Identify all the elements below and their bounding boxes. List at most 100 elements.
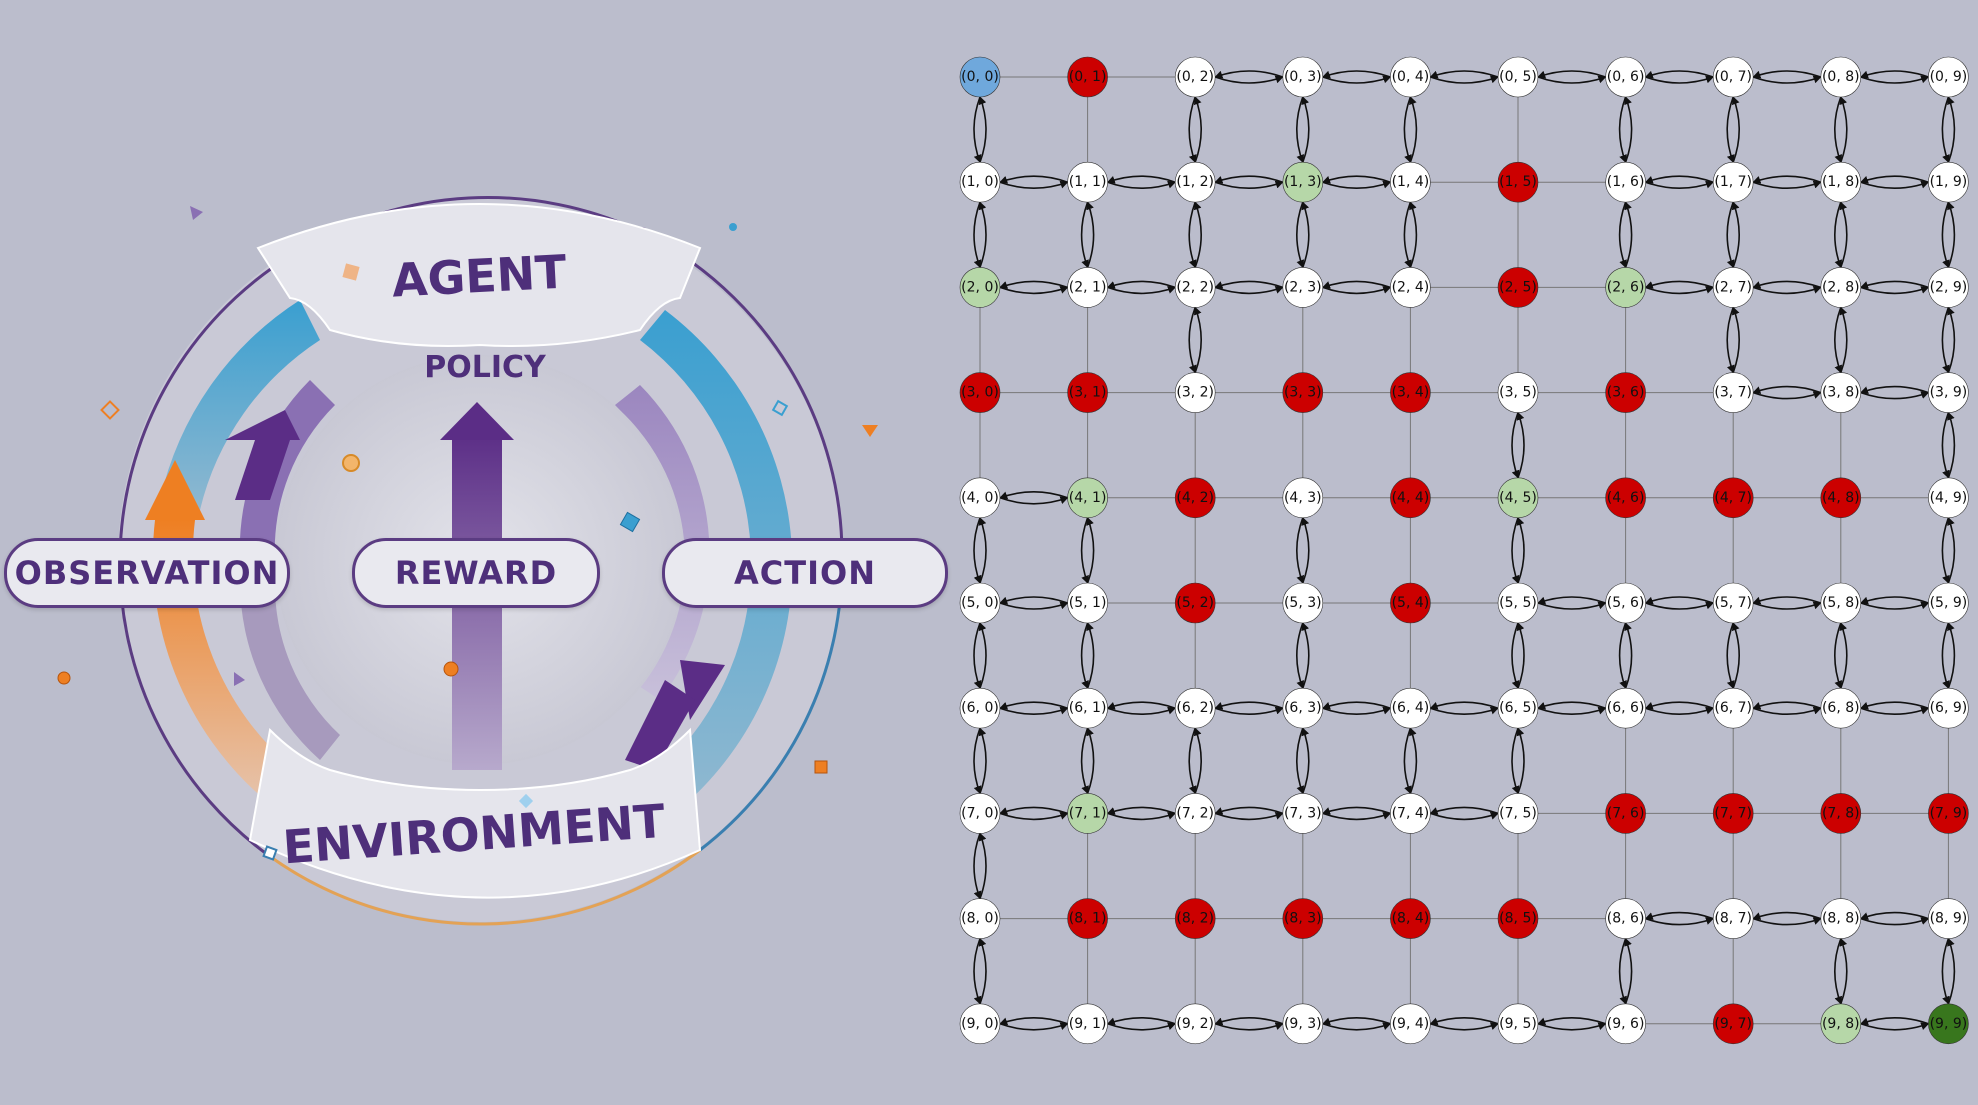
transition-edge	[1860, 391, 1930, 400]
transition-edge	[1516, 622, 1525, 689]
transition-edge	[1409, 727, 1418, 794]
node-circle-open	[1174, 267, 1216, 308]
node-label: (1, 0)	[961, 174, 999, 190]
confetti-dot-blue	[729, 223, 737, 231]
grid-node-2-7: (2, 7)	[1712, 267, 1754, 308]
node-circle-obstacle	[1497, 161, 1539, 203]
node-circle-open	[1820, 582, 1862, 624]
node-circle-open	[1067, 1003, 1108, 1045]
transition-edge	[1752, 75, 1822, 84]
transition-edge	[1618, 96, 1627, 163]
transition-edge	[973, 833, 982, 900]
transition-edge	[1726, 307, 1735, 374]
node-circle-open	[1712, 267, 1754, 308]
transition-edge	[1214, 806, 1284, 815]
node-label: (4, 2)	[1176, 490, 1214, 506]
node-circle-obstacle	[1605, 477, 1646, 519]
transition-edge	[1403, 201, 1412, 269]
transition-edge	[1860, 280, 1929, 289]
transition-edge	[973, 622, 982, 689]
node-circle-open	[1497, 582, 1539, 624]
node-label: (8, 8)	[1822, 911, 1860, 927]
transition-edge	[1860, 175, 1929, 184]
transition-edge	[1516, 727, 1525, 794]
transition-edge	[1860, 601, 1930, 610]
node-circle-open	[1928, 267, 1969, 308]
node-label: (5, 3)	[1284, 595, 1322, 611]
node-circle-open	[1605, 56, 1646, 98]
node-label: (0, 9)	[1930, 69, 1968, 85]
grid-node-7-0: (7, 0)	[959, 793, 1001, 834]
node-circle-open	[1282, 477, 1324, 519]
transition-edge	[1834, 938, 1843, 1005]
grid-node-2-8: (2, 8)	[1820, 267, 1862, 308]
transition-edge	[1322, 175, 1391, 184]
transition-edge	[1188, 96, 1197, 163]
grid-node-0-0: (0, 0)	[959, 56, 1001, 98]
node-circle-open	[1928, 477, 1969, 519]
node-circle-obstacle	[1067, 372, 1108, 413]
node-label: (1, 7)	[1714, 174, 1752, 190]
transition-edge	[1086, 517, 1095, 584]
transition-edge	[1726, 622, 1735, 689]
transition-edge	[978, 937, 987, 1005]
transition-edge	[999, 496, 1069, 505]
grid-node-1-3: (1, 3)	[1282, 161, 1324, 203]
node-circle-reward	[1497, 477, 1539, 519]
grid-node-5-5: (5, 5)	[1497, 582, 1539, 624]
node-label: (9, 3)	[1284, 1016, 1322, 1032]
transition-edge	[1726, 96, 1735, 163]
grid-node-5-3: (5, 3)	[1282, 582, 1324, 624]
transition-edge	[1214, 706, 1284, 715]
transition-edge	[1107, 706, 1176, 715]
transition-edge	[1107, 180, 1176, 189]
node-label: (3, 9)	[1930, 385, 1968, 401]
transition-edge	[1301, 622, 1310, 689]
node-label: (2, 0)	[961, 279, 999, 295]
node-label: (3, 3)	[1284, 385, 1322, 401]
transition-edge	[1107, 286, 1176, 295]
node-label: (9, 9)	[1930, 1016, 1968, 1032]
transition-edge	[999, 175, 1068, 184]
node-circle-open	[959, 582, 1001, 624]
purple-ring-right	[615, 385, 710, 700]
transition-edge	[1839, 201, 1848, 268]
transition-edge	[973, 517, 982, 584]
node-label: (0, 0)	[961, 69, 999, 85]
transition-edge	[1752, 70, 1822, 79]
node-circle-open	[959, 687, 1001, 729]
node-label: (8, 3)	[1284, 911, 1322, 927]
node-circle-open	[1497, 372, 1539, 413]
grid-node-6-7: (6, 7)	[1712, 687, 1754, 729]
node-circle-open	[959, 477, 1001, 519]
transition-edge	[1839, 96, 1848, 163]
node-label: (7, 2)	[1176, 805, 1214, 821]
grid-node-6-1: (6, 1)	[1067, 687, 1108, 729]
node-label: (9, 1)	[1069, 1016, 1107, 1032]
node-circle-open	[1174, 687, 1216, 729]
node-label: (3, 4)	[1392, 385, 1430, 401]
node-circle-open	[1282, 267, 1324, 308]
transition-edge	[999, 806, 1068, 815]
node-label: (8, 5)	[1499, 911, 1537, 927]
transition-edge	[1834, 622, 1843, 689]
node-circle-obstacle	[1390, 477, 1431, 519]
grid-node-5-7: (5, 7)	[1712, 582, 1754, 624]
grid-node-1-5: (1, 5)	[1497, 161, 1539, 203]
transition-edge	[1644, 701, 1714, 710]
grid-node-9-0: (9, 0)	[959, 1003, 1001, 1045]
transition-edge	[1188, 727, 1197, 795]
grid-node-9-7: (9, 7)	[1712, 1003, 1754, 1045]
grid-node-6-3: (6, 3)	[1282, 687, 1324, 729]
grid-node-1-2: (1, 2)	[1174, 161, 1216, 203]
node-label: (1, 8)	[1822, 174, 1860, 190]
grid-node-4-4: (4, 4)	[1390, 477, 1431, 519]
node-label: (1, 3)	[1284, 174, 1322, 190]
transition-edge	[1430, 706, 1499, 715]
transition-edge	[1516, 517, 1525, 584]
transition-edge	[1429, 806, 1499, 815]
node-label: (6, 9)	[1930, 700, 1968, 716]
transition-edge	[1947, 201, 1956, 268]
grid-node-3-2: (3, 2)	[1174, 372, 1216, 413]
node-label: (2, 8)	[1822, 279, 1860, 295]
